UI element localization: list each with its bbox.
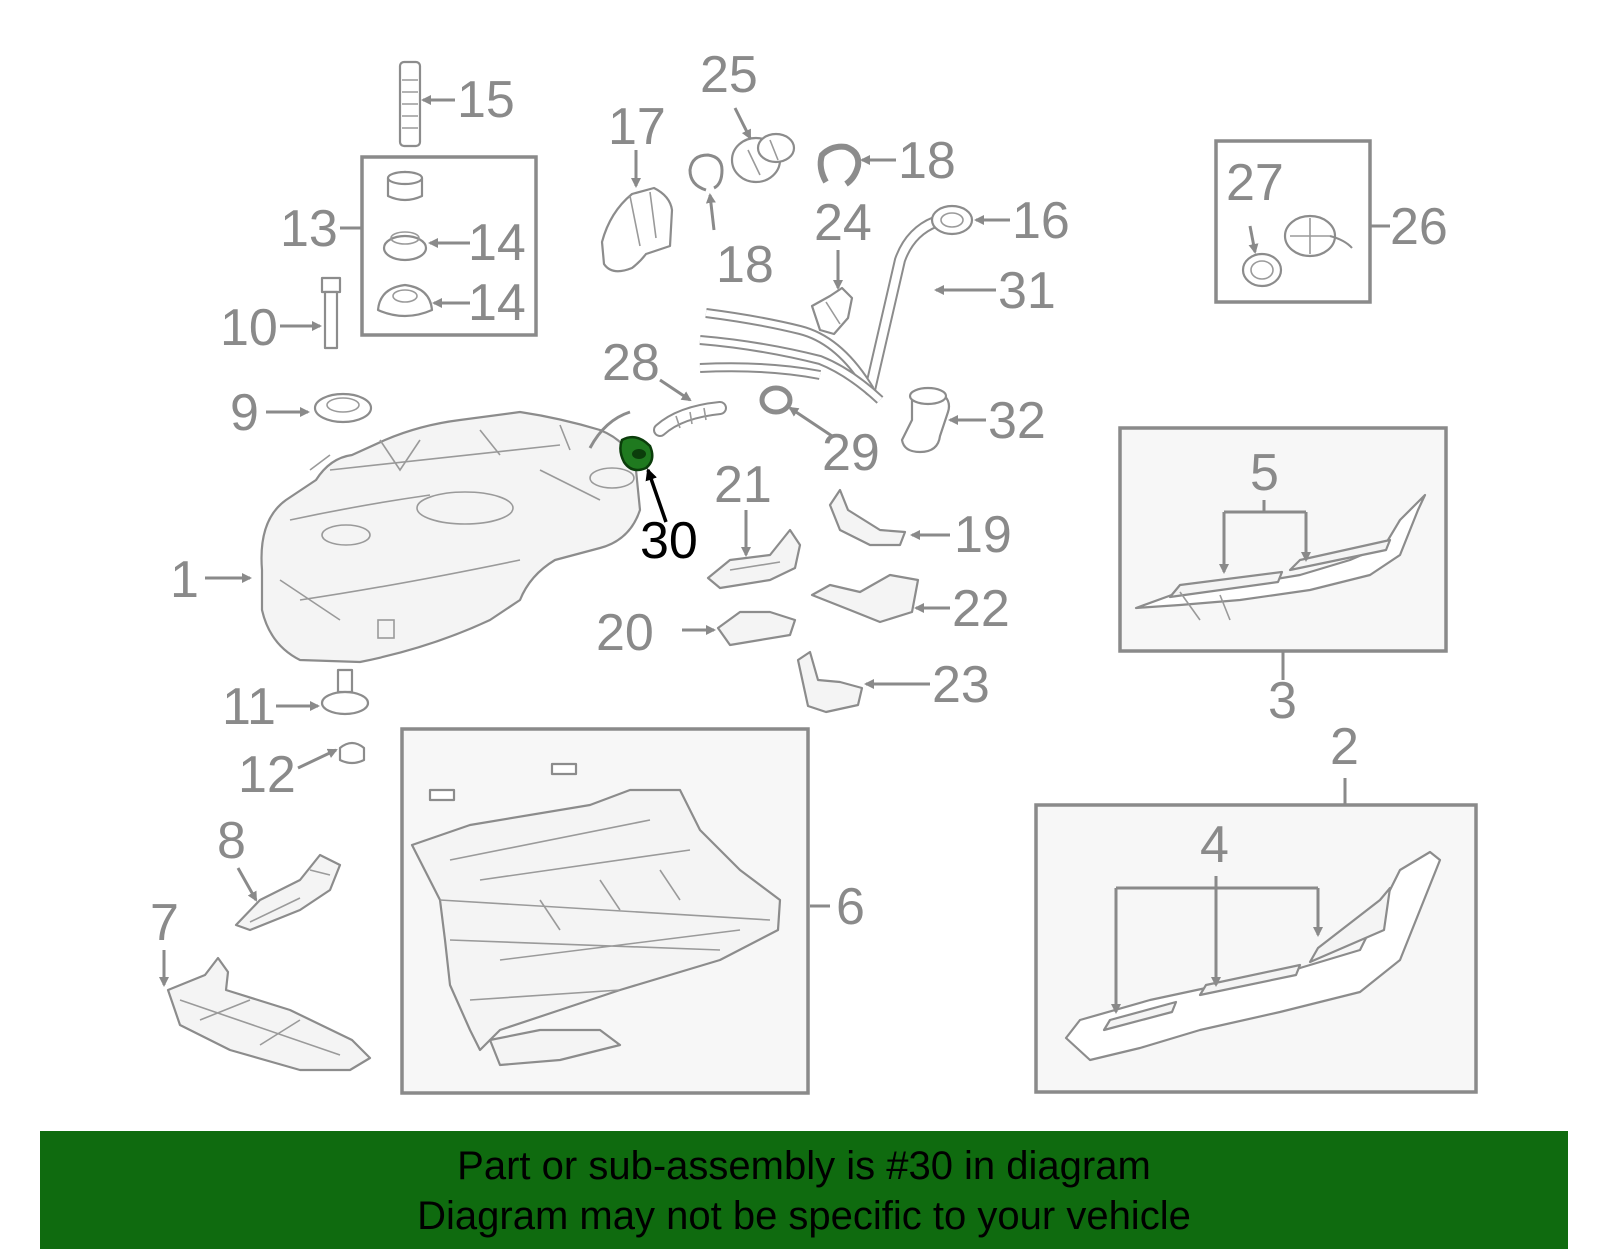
callout-18-left: 18	[716, 236, 774, 294]
callout-labels: 1 2 3 4 5 6 7 8 9 10 11 12 13 14 14 15 1…	[150, 46, 1448, 952]
callout-13: 13	[280, 200, 338, 258]
part-18-clip-left	[688, 153, 724, 192]
part-22-bracket	[810, 573, 920, 624]
part-29-clamp	[759, 385, 793, 415]
part-27-gasket	[1241, 252, 1283, 288]
callout-23: 23	[932, 656, 990, 714]
part-17-filler-hose	[600, 186, 674, 273]
part-9-grommet	[313, 392, 373, 424]
callout-10: 10	[220, 299, 278, 357]
callout-27: 27	[1226, 154, 1284, 212]
callout-29: 29	[822, 424, 880, 482]
info-banner: Part or sub-assembly is #30 in diagram D…	[40, 1131, 1568, 1249]
part-21-bracket	[706, 528, 802, 590]
callout-25: 25	[700, 46, 758, 104]
part-2-molding	[1064, 850, 1442, 1062]
part-3-molding	[1134, 493, 1427, 621]
callout-6: 6	[836, 878, 865, 936]
callout-17: 17	[608, 98, 666, 156]
leader-lines	[159, 95, 1390, 1014]
callout-1: 1	[170, 551, 199, 609]
callout-14-upper: 14	[468, 214, 526, 272]
callout-5: 5	[1250, 444, 1279, 502]
callout-22: 22	[952, 580, 1010, 638]
callout-15: 15	[457, 71, 515, 129]
part-11-stopper	[320, 668, 370, 716]
part-12-nut	[338, 741, 366, 765]
callout-7: 7	[150, 894, 179, 952]
callout-16: 16	[1012, 192, 1070, 250]
part-18-clip-right	[817, 143, 862, 187]
parts-diagram: 1 2 3 4 5 6 7 8 9 10 11 12 13 14 14 15 1…	[150, 46, 1478, 1095]
part-15-stud	[398, 60, 422, 148]
part-23-bracket	[796, 650, 864, 714]
callout-28: 28	[602, 334, 660, 392]
callout-11: 11	[222, 678, 276, 736]
banner-line-1: Part or sub-assembly is #30 in diagram	[457, 1144, 1151, 1188]
part-25-filler-cap	[730, 132, 796, 184]
callout-31: 31	[998, 262, 1056, 320]
part-24-bracket	[810, 286, 854, 336]
callout-12: 12	[238, 746, 296, 804]
part-20-bracket	[716, 610, 797, 647]
callout-14-lower: 14	[468, 274, 526, 332]
part-30-highlighted[interactable]	[619, 435, 654, 472]
callout-2: 2	[1330, 718, 1359, 776]
part-28-hose	[588, 401, 727, 449]
callout-18-right: 18	[898, 132, 956, 190]
part-14-cushion-lower	[376, 283, 434, 318]
callout-26: 26	[1390, 198, 1448, 256]
part-14-cushion-upper	[382, 231, 428, 262]
callout-32: 32	[988, 392, 1046, 450]
callout-3: 3	[1268, 672, 1297, 730]
callout-20: 20	[596, 604, 654, 662]
callout-4: 4	[1200, 816, 1229, 874]
part-8-bracket	[234, 853, 342, 932]
part-10-bolt	[320, 276, 342, 350]
part-19-bracket	[828, 488, 907, 547]
part-31-filler-pipe	[699, 216, 941, 404]
callout-21: 21	[714, 456, 772, 514]
part-16-filler-neck	[930, 204, 974, 236]
part-26-fuel-cap	[1283, 214, 1353, 258]
part-7-protector	[166, 956, 372, 1072]
callout-24: 24	[814, 194, 872, 252]
part-13-bushing	[386, 170, 424, 202]
part-6-tank-protector	[410, 762, 782, 1067]
callout-9: 9	[230, 384, 259, 442]
part-32-breather	[900, 386, 951, 454]
callout-8: 8	[217, 812, 246, 870]
banner-line-2: Diagram may not be specific to your vehi…	[417, 1194, 1191, 1238]
callout-30: 30	[640, 512, 698, 570]
callout-19: 19	[954, 506, 1012, 564]
part-1-fuel-tank	[260, 410, 642, 664]
